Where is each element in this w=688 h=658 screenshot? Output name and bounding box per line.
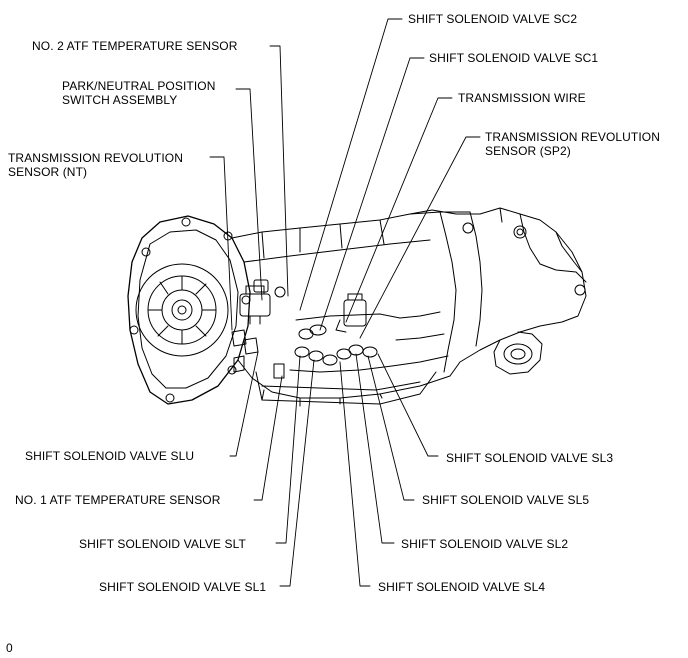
leader-sl1 bbox=[279, 359, 315, 587]
label-sl1: SHIFT SOLENOID VALVE SL1 bbox=[99, 580, 267, 594]
figure-code: 0 bbox=[6, 641, 13, 655]
label-sl3: SHIFT SOLENOID VALVE SL3 bbox=[446, 451, 614, 465]
label-nt-line2: SENSOR (NT) bbox=[8, 165, 88, 179]
leader-wire bbox=[345, 97, 453, 323]
label-sl4: SHIFT SOLENOID VALVE SL4 bbox=[378, 580, 546, 594]
transmission-case bbox=[231, 211, 471, 239]
leader-sl5 bbox=[367, 355, 415, 501]
leader-pnp bbox=[235, 88, 263, 301]
leader-nt bbox=[209, 156, 233, 331]
leader-atf1 bbox=[253, 375, 283, 501]
label-nt-line1: TRANSMISSION REVOLUTION bbox=[8, 151, 183, 165]
label-atf1: NO. 1 ATF TEMPERATURE SENSOR bbox=[15, 493, 221, 507]
bell-housing bbox=[127, 215, 251, 405]
extension-housing bbox=[409, 207, 587, 377]
label-sl2: SHIFT SOLENOID VALVE SL2 bbox=[401, 537, 569, 551]
leader-sc2 bbox=[299, 18, 403, 311]
transmission-drawing bbox=[127, 207, 587, 407]
label-pnp-line2: SWITCH ASSEMBLY bbox=[62, 93, 178, 107]
leader-atf2 bbox=[269, 45, 289, 297]
label-sc1: SHIFT SOLENOID VALVE SC1 bbox=[429, 51, 599, 65]
leader-slt bbox=[275, 355, 301, 544]
leader-sc1 bbox=[319, 57, 425, 331]
solenoid-cluster bbox=[231, 279, 401, 379]
label-sl5: SHIFT SOLENOID VALVE SL5 bbox=[422, 493, 590, 507]
leader-sp2 bbox=[359, 136, 481, 339]
label-sp2-line1: TRANSMISSION REVOLUTION bbox=[485, 130, 660, 144]
leader-slu bbox=[229, 351, 259, 457]
label-slu: SHIFT SOLENOID VALVE SLU bbox=[25, 449, 195, 463]
label-sp2-line2: SENSOR (SP2) bbox=[485, 144, 571, 158]
label-pnp-line1: PARK/NEUTRAL POSITION bbox=[62, 79, 216, 93]
label-atf2: NO. 2 ATF TEMPERATURE SENSOR bbox=[32, 39, 238, 53]
label-transmission-wire: TRANSMISSION WIRE bbox=[458, 91, 586, 105]
label-slt: SHIFT SOLENOID VALVE SLT bbox=[79, 537, 246, 551]
leader-sl4 bbox=[339, 361, 371, 587]
leader-sl3 bbox=[377, 353, 439, 457]
leader-lines bbox=[209, 18, 481, 587]
leader-sl2 bbox=[355, 353, 395, 544]
torque-converter bbox=[135, 263, 229, 357]
label-sc2: SHIFT SOLENOID VALVE SC2 bbox=[408, 12, 578, 26]
